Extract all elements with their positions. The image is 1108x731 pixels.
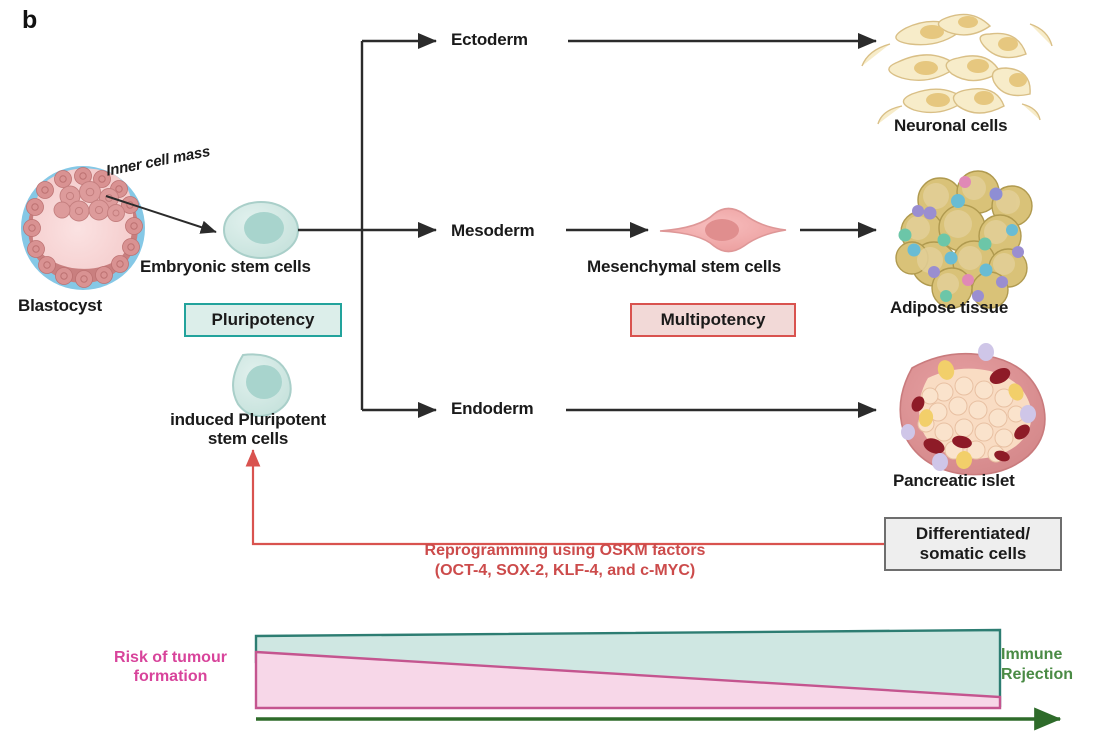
label-ectoderm: Ectoderm <box>451 30 528 49</box>
immune-line1: Immune <box>1001 646 1063 663</box>
neuronal-cells-illustration <box>861 13 1053 125</box>
label-pancreatic-islet: Pancreatic islet <box>893 471 1015 490</box>
reprogramming-line1: Reprogramming using OSKM factors <box>424 542 706 559</box>
label-neuronal-cells: Neuronal cells <box>894 116 1008 135</box>
reprogramming-arrow-path <box>245 449 884 546</box>
panel-letter: b <box>22 6 38 34</box>
reprogramming-line2: (OCT-4, SOX-2, KLF-4, and c-MYC) <box>434 562 696 579</box>
label-embryonic-stem-cells: Embryonic stem cells <box>140 257 311 276</box>
differentiated-somatic-cells-badge: Differentiated/ somatic cells <box>884 517 1062 571</box>
embryonic-stem-cell-illustration <box>223 201 299 259</box>
pancreatic-islet-illustration <box>899 343 1046 476</box>
risk-line1: Risk of tumour <box>114 649 227 666</box>
label-adipose-tissue: Adipose tissue <box>890 298 1009 317</box>
ipsc-illustration <box>232 353 292 418</box>
tumour-risk-wedge <box>254 650 1002 710</box>
adipose-tissue-illustration <box>895 170 1033 309</box>
label-ipsc: induced Pluripotent stem cells <box>148 410 348 448</box>
label-mesoderm: Mesoderm <box>451 221 535 240</box>
label-risk-of-tumour-formation: Risk of tumour formation <box>88 648 253 686</box>
inner-cell-mass-cluster <box>53 181 125 222</box>
risk-line2: formation <box>133 668 208 686</box>
mesenchymal-stem-cell-illustration <box>659 207 787 253</box>
inner-cell-mass-arrow <box>105 195 217 234</box>
label-endoderm: Endoderm <box>451 399 534 418</box>
immune-line2: Rejection <box>1001 666 1074 683</box>
label-blastocyst: Blastocyst <box>18 296 102 315</box>
neuronal-nuclei <box>914 16 1027 107</box>
differentiated-line2: somatic cells <box>919 544 1027 563</box>
label-ipsc-line1: induced Pluripotent <box>170 410 326 429</box>
pluripotency-badge: Pluripotency <box>184 303 342 337</box>
multipotency-badge: Multipotency <box>630 303 796 337</box>
label-immune-rejection: Immune Rejection <box>1001 645 1105 685</box>
reprogramming-caption: Reprogramming using OSKM factors (OCT-4,… <box>330 541 800 581</box>
label-ipsc-line2: stem cells <box>207 429 289 449</box>
adipose-marker-dots <box>898 176 1024 302</box>
differentiation-branch-tree <box>298 32 437 419</box>
label-mesenchymal-stem-cells: Mesenchymal stem cells <box>587 257 782 276</box>
differentiated-line1: Differentiated/ <box>915 523 1031 543</box>
gradient-wedges <box>254 628 1002 710</box>
blastocyst-illustration <box>21 166 145 290</box>
